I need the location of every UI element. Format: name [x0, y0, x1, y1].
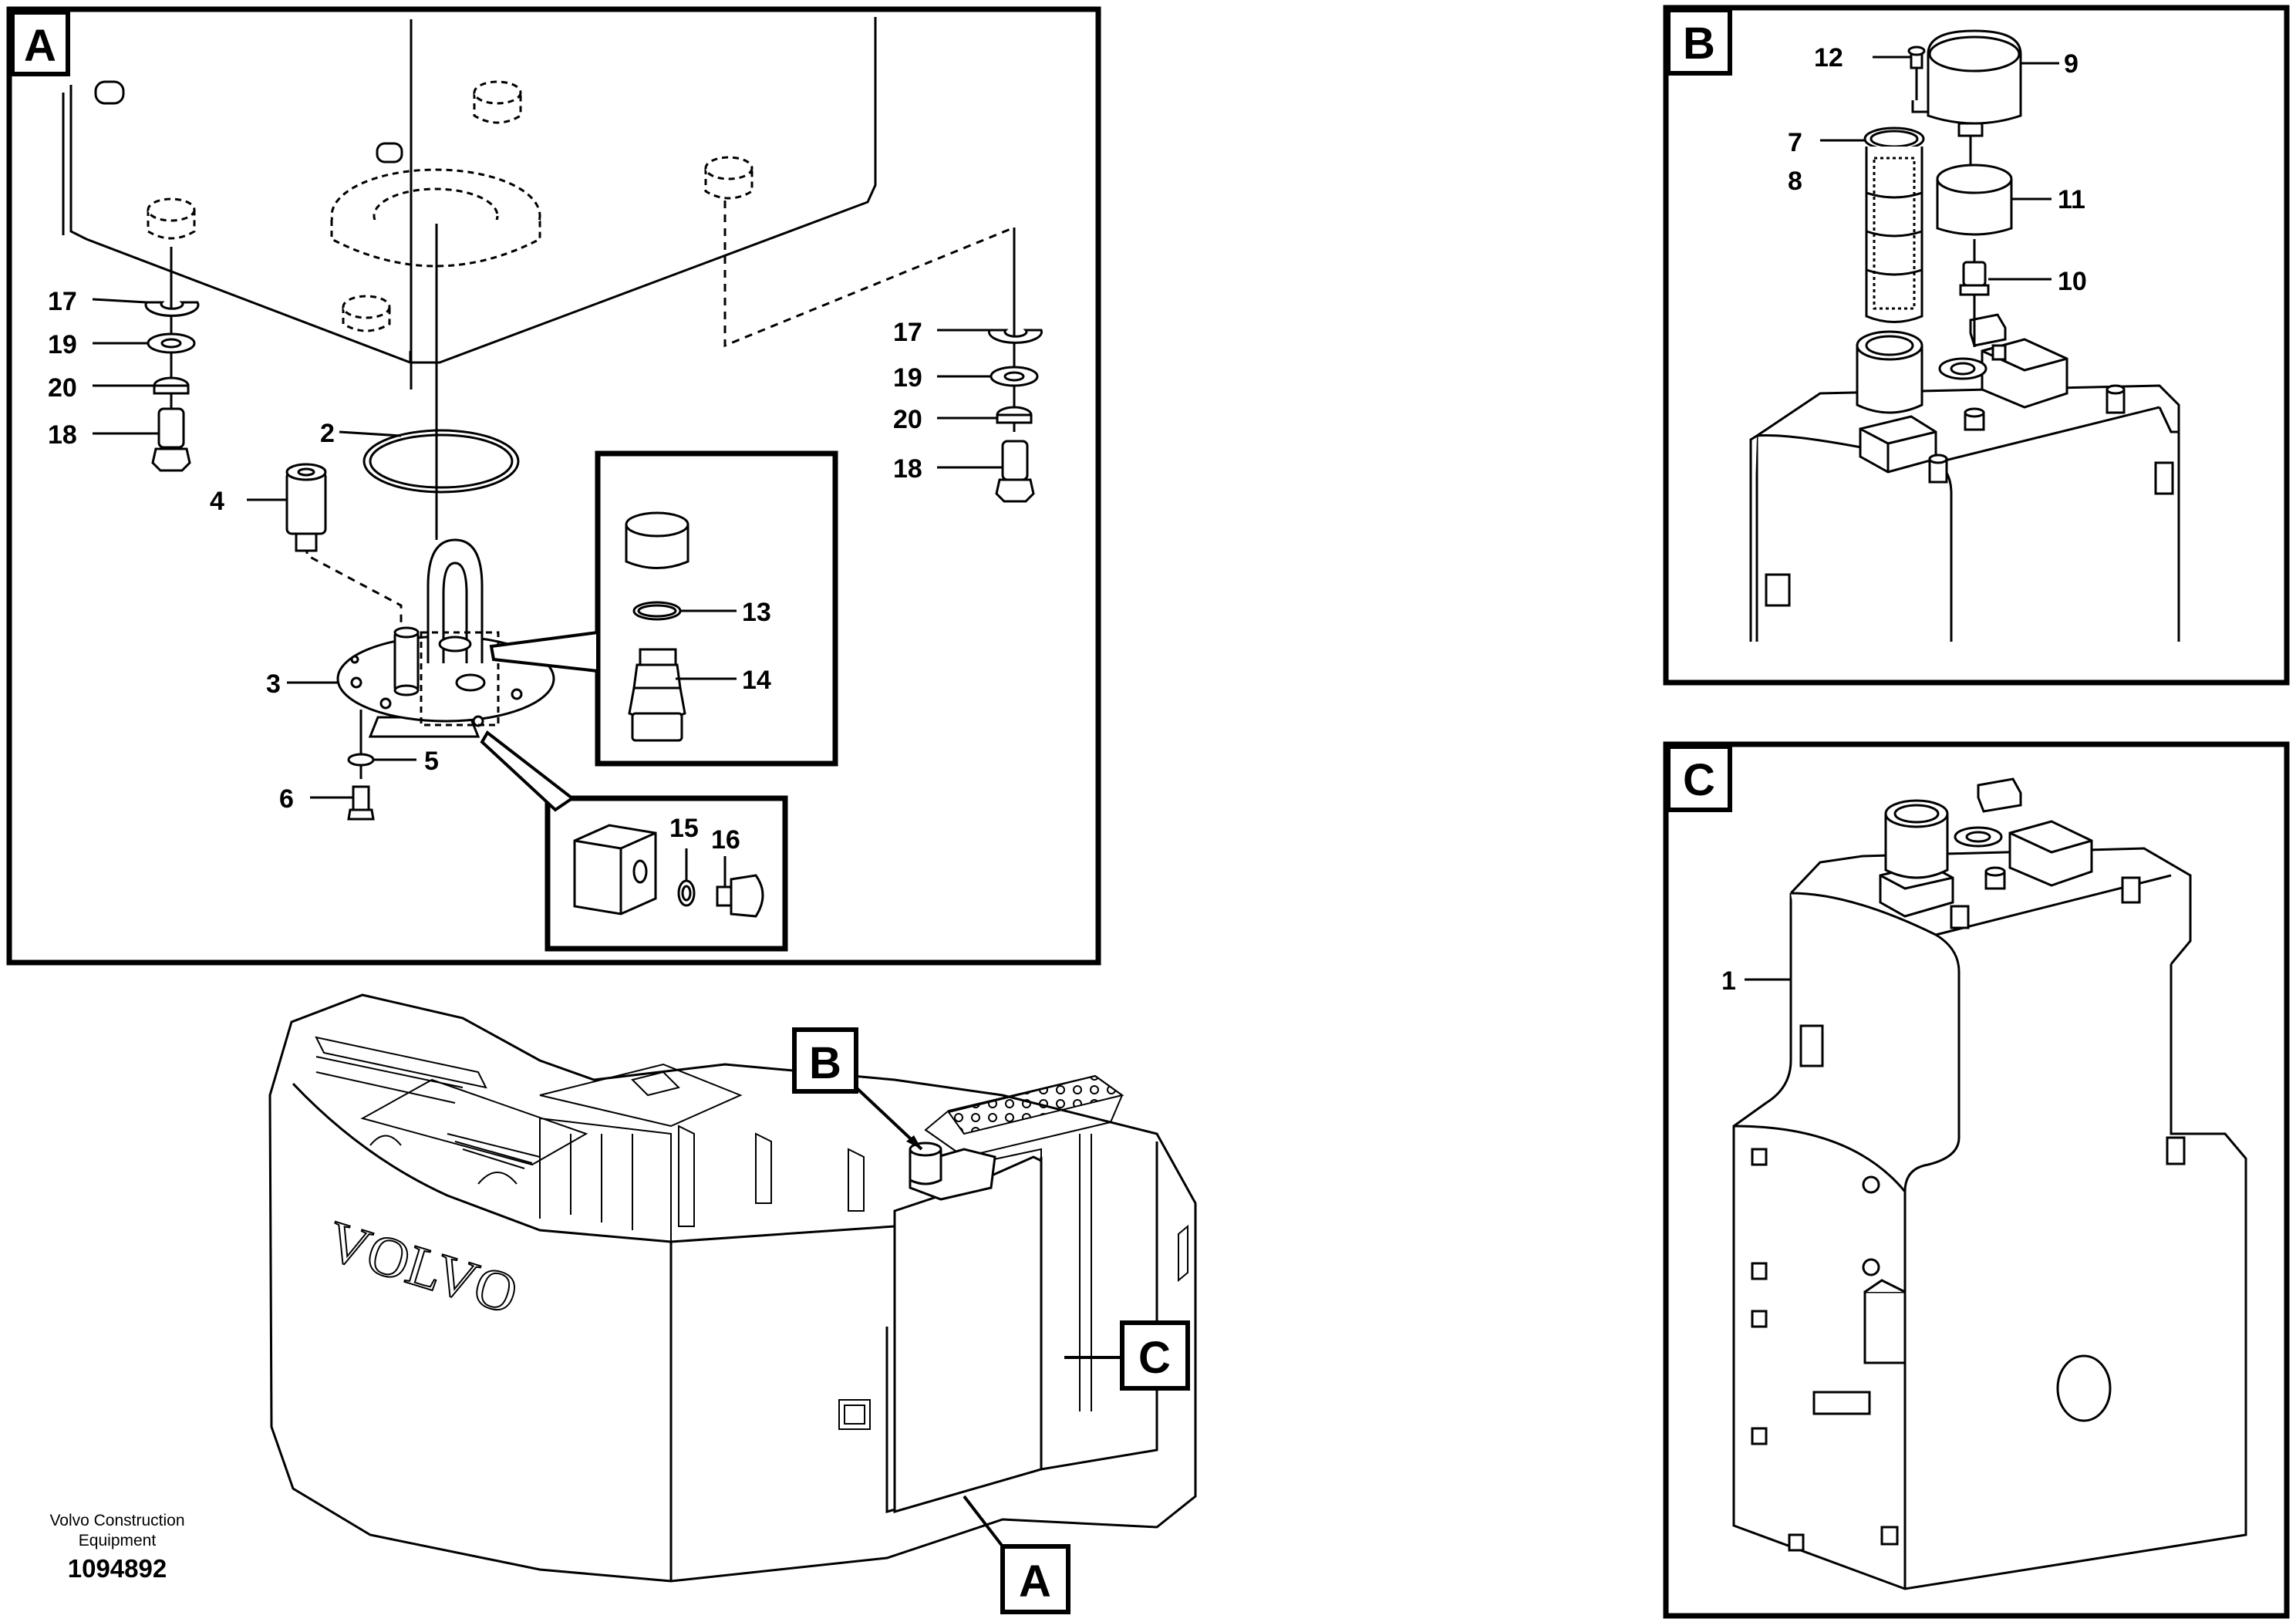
callout-c-1: 1 [1721, 966, 1736, 996]
panel-c: C [1663, 741, 2290, 1619]
flange-hidden [420, 631, 500, 727]
callout-a-17-right: 17 [893, 318, 922, 347]
washer-5-bolt-6 [347, 710, 375, 821]
breather-filter-11 [1936, 164, 2013, 262]
overview-tag-b: B [792, 1027, 923, 1151]
tank-c-body [1732, 847, 2247, 1590]
callout-a-20-left: 20 [48, 373, 77, 403]
panel-a-tag [10, 10, 70, 76]
sensor-4 [285, 463, 327, 552]
callout-a-13: 13 [742, 598, 771, 627]
hidden-bosses [147, 80, 754, 332]
panel-b-frame [1663, 5, 2290, 686]
footer: Volvo Construction Equipment 1094892 [49, 1512, 184, 1583]
right-fastener-stack [988, 329, 1043, 503]
credit-line-1: Volvo Construction [49, 1512, 184, 1529]
callout-a-14: 14 [742, 666, 771, 695]
callout-b-7: 7 [1788, 128, 1802, 157]
callout-a-17-left: 17 [48, 287, 77, 316]
callout-b-11: 11 [2058, 185, 2085, 214]
svg-text:A: A [1019, 1556, 1051, 1607]
tank-b-top-fittings [1856, 313, 2126, 484]
callout-a-18-left: 18 [48, 420, 77, 450]
callout-a-4: 4 [210, 487, 224, 516]
callout-a-15: 15 [669, 814, 699, 843]
callout-a-16: 16 [711, 825, 740, 855]
callout-a-20-right: 20 [893, 405, 922, 434]
grating-holes [947, 1074, 1124, 1135]
overview-counterweight: VOLVO B C A [268, 993, 1197, 1614]
callout-a-3: 3 [266, 669, 281, 699]
lock-washer-17-left [144, 301, 200, 317]
left-fastener-stack [144, 301, 200, 472]
overview-tag-c: C [1064, 1320, 1190, 1391]
panel-b: B [1663, 5, 2290, 686]
callout-b-12: 12 [1814, 43, 1843, 73]
panel-a-frame [6, 6, 1101, 966]
panel-a: A [6, 6, 1101, 966]
panel-b-tag [1666, 8, 1732, 76]
panel-a-label: A [24, 21, 56, 71]
overview-tag-a: A [963, 1495, 1070, 1614]
lock-washer-17-right [988, 329, 1043, 344]
panel-c-tag [1666, 744, 1732, 812]
callout-a-5: 5 [424, 747, 439, 776]
panel-c-frame [1663, 741, 2290, 1619]
callout-leaders-b [1820, 56, 2059, 281]
tank-bosses [94, 80, 403, 164]
overview-tank [893, 1141, 1043, 1513]
detail-box-plug [480, 730, 788, 952]
panel-b-label: B [1683, 19, 1715, 69]
filler-cap-9 [1911, 29, 2022, 168]
callout-a-19-right: 19 [893, 363, 922, 393]
o-ring-2 [362, 429, 520, 494]
callout-a-2: 2 [320, 419, 335, 448]
svg-text:B: B [809, 1038, 841, 1088]
tank-c-top-fittings [1879, 777, 2093, 918]
callout-leaders-a [92, 298, 1003, 887]
panel-c-label: C [1683, 755, 1715, 805]
svg-text:C: C [1138, 1333, 1171, 1383]
detail-box-valve [489, 450, 838, 767]
callout-a-19-left: 19 [48, 330, 77, 359]
document-number: 1094892 [68, 1554, 167, 1583]
callout-b-10: 10 [2058, 267, 2087, 296]
callout-a-18-right: 18 [893, 454, 922, 484]
callout-a-6: 6 [279, 784, 294, 814]
screw-12 [1907, 46, 1926, 100]
credit-line-2: Equipment [79, 1532, 157, 1549]
callout-b-8: 8 [1788, 167, 1802, 196]
adapter-10 [1959, 261, 1990, 347]
suction-flange-3 [336, 538, 555, 738]
callout-b-9: 9 [2064, 49, 2079, 79]
filler-strainer-7 [1863, 126, 1925, 323]
